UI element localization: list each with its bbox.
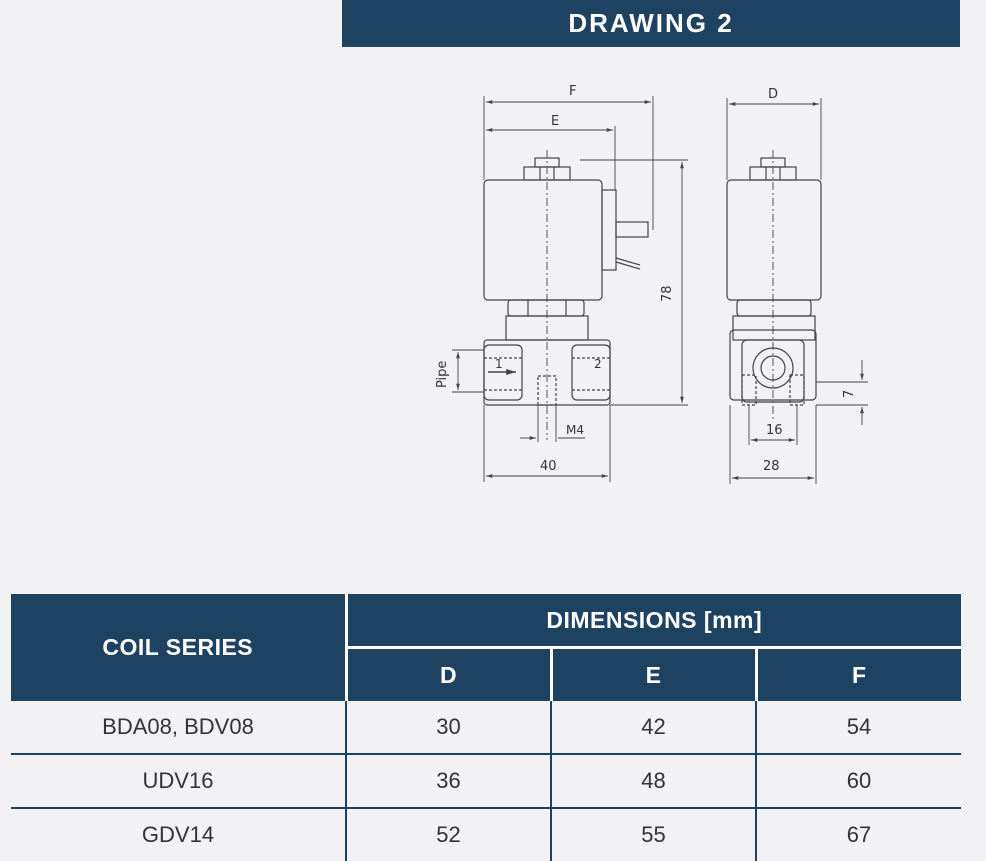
f-cell: 54: [756, 701, 961, 755]
dim-label-40: 40: [540, 459, 557, 474]
table-row: UDV16 36 48 60: [11, 754, 961, 809]
port-label-2: 2: [594, 357, 602, 371]
series-cell: GDV14: [11, 808, 347, 861]
d-cell: 30: [346, 701, 552, 755]
drawing-title-banner: DRAWING 2: [342, 0, 960, 47]
column-header-f: F: [756, 647, 961, 701]
d-cell: 52: [346, 808, 552, 861]
front-dimensions: [452, 96, 688, 482]
dimensions-group-header: DIMENSIONS [mm]: [346, 594, 961, 649]
coil-series-header: COIL SERIES: [11, 594, 348, 701]
dim-label-m4: M4: [566, 423, 584, 437]
f-cell: 60: [756, 754, 961, 809]
series-cell: UDV16: [11, 754, 347, 809]
dim-label-f: F: [569, 84, 576, 99]
dim-label-78: 78: [660, 285, 675, 302]
technical-drawing: F E D 78 Pipe 1 2 M4 40 16 28 7: [435, 84, 868, 484]
dim-label-7: 7: [842, 390, 857, 398]
dim-label-pipe: Pipe: [435, 361, 450, 388]
column-header-d: D: [346, 647, 553, 701]
side-dimensions: [726, 98, 868, 484]
dim-label-e: E: [551, 114, 559, 129]
dim-label-28: 28: [763, 459, 780, 474]
column-header-e: E: [551, 647, 758, 701]
d-cell: 36: [346, 754, 552, 809]
f-cell: 67: [756, 808, 961, 861]
drawing-title: DRAWING 2: [568, 8, 734, 38]
dimensions-table: COIL SERIES DIMENSIONS [mm] D E F BDA08,…: [11, 594, 961, 861]
dim-label-d: D: [768, 87, 778, 102]
side-view: [726, 150, 822, 420]
table-row: GDV14 52 55 67: [11, 808, 961, 861]
table-row: BDA08, BDV08 30 42 54: [11, 701, 961, 755]
port-label-1: 1: [495, 357, 503, 371]
e-cell: 42: [551, 701, 757, 755]
front-view: [483, 150, 649, 440]
e-cell: 48: [551, 754, 757, 809]
dim-label-16: 16: [766, 423, 783, 438]
e-cell: 55: [551, 808, 757, 861]
series-cell: BDA08, BDV08: [11, 701, 347, 755]
